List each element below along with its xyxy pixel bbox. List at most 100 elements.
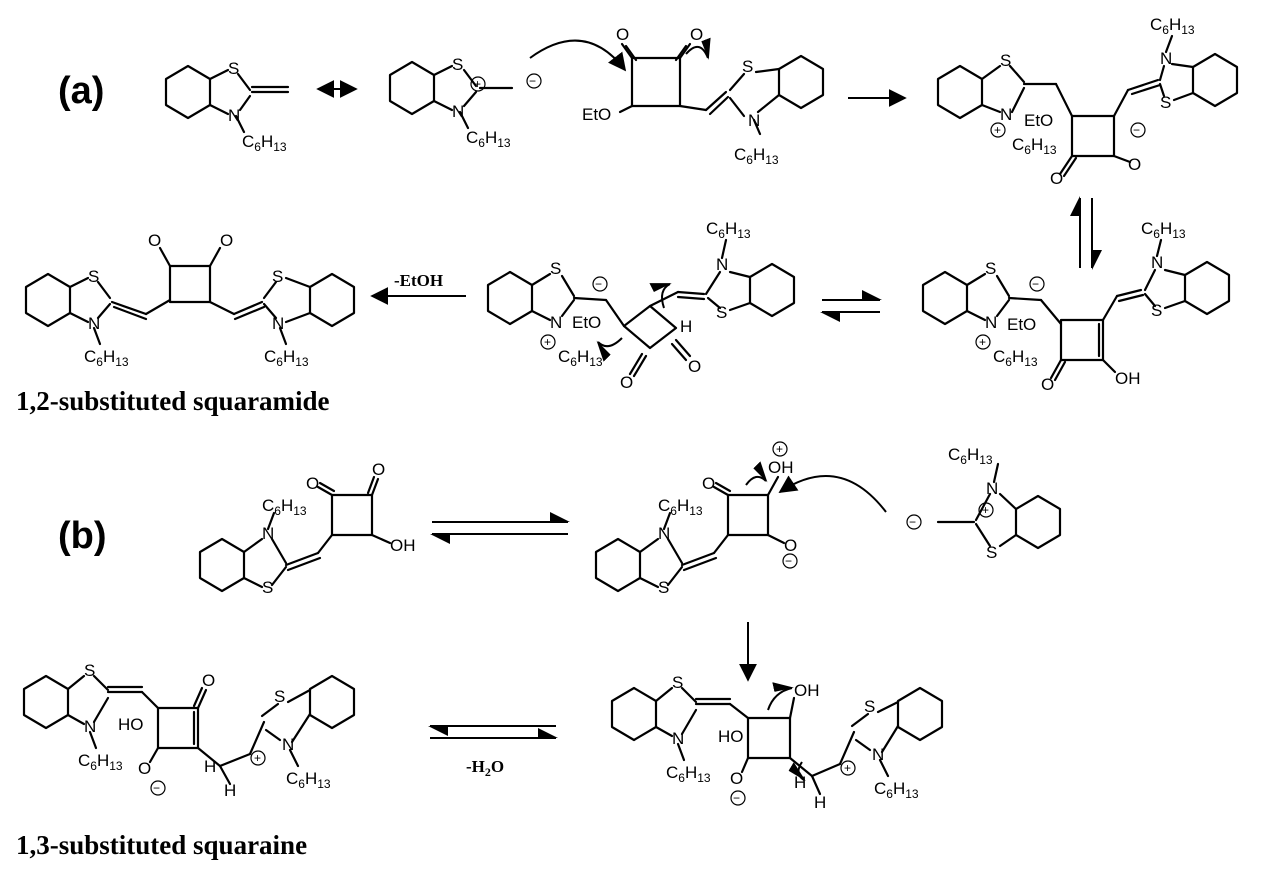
- atom-label: N: [672, 729, 684, 748]
- plus-charge: +: [982, 503, 989, 517]
- atom-label: O: [1128, 155, 1141, 174]
- substituent-label: C6H13: [78, 751, 123, 773]
- adduct-intermediate: S N EtO O O − + C6H13 N S C6H13: [936, 15, 1239, 188]
- substituent-label: C6H13: [1141, 219, 1186, 241]
- atom-label: O: [372, 460, 385, 479]
- atom-label: S: [986, 543, 997, 562]
- atom-label: N: [282, 735, 294, 754]
- minus-charge: −: [909, 515, 916, 529]
- atom-label: H: [814, 793, 826, 812]
- substituent-label: C6H13: [242, 132, 287, 154]
- atom-label: S: [658, 578, 669, 597]
- substituent-label: C6H13: [466, 128, 511, 150]
- substituent-label: C6H13: [734, 145, 779, 167]
- panel-label-a: (a): [58, 70, 104, 112]
- atom-label: O: [688, 357, 701, 376]
- atom-label: O: [620, 373, 633, 392]
- atom-label: EtO: [572, 313, 601, 332]
- plus-charge: +: [474, 77, 481, 91]
- plus-charge: +: [544, 335, 551, 349]
- atom-label: S: [550, 259, 561, 278]
- atom-label: S: [864, 697, 875, 716]
- atom-label: EtO: [582, 105, 611, 124]
- substituent-label: C6H13: [1150, 15, 1195, 37]
- atom-label: EtO: [1007, 315, 1036, 334]
- atom-label: N: [1151, 253, 1163, 272]
- atom-label: N: [228, 106, 240, 125]
- atom-label: O: [1041, 375, 1054, 394]
- atom-label: O: [690, 25, 703, 44]
- caption-squaraine: 1,3-substituted squaraine: [16, 830, 307, 860]
- atom-label: N: [262, 524, 274, 543]
- squarate-ester: O O EtO S N C6H13: [582, 25, 825, 167]
- substituent-label: C6H13: [1012, 135, 1057, 157]
- atom-label: N: [872, 745, 884, 764]
- minus-charge: −: [1133, 123, 1140, 137]
- enol-intermediate: S N EtO O OH − + C6H13 N S C6H13: [921, 219, 1231, 394]
- substituent-label: C6H13: [993, 347, 1038, 369]
- protonated-squarate: N S O OH + O − C6H13: [594, 441, 798, 597]
- atom-label: S: [985, 259, 996, 278]
- atom-label: N: [1000, 105, 1012, 124]
- atom-label: S: [84, 661, 95, 680]
- plus-charge: +: [844, 761, 851, 775]
- substituent-label: C6H13: [84, 347, 129, 369]
- substituent-label: C6H13: [264, 347, 309, 369]
- minus-charge: −: [153, 781, 160, 795]
- atom-label: N: [452, 102, 464, 121]
- curved-attack-arrow: [778, 475, 887, 513]
- atom-label: H: [794, 773, 806, 792]
- panel-label-b: (b): [58, 515, 107, 557]
- atom-label: S: [1000, 51, 1011, 70]
- substituent-label: C6H13: [558, 347, 603, 369]
- plus-charge: +: [776, 442, 783, 456]
- atom-label: S: [716, 303, 727, 322]
- loss-etoh-label: -EtOH: [394, 271, 443, 290]
- atom-label: S: [228, 59, 239, 78]
- plus-charge: +: [254, 751, 261, 765]
- minus-charge: −: [529, 74, 536, 88]
- atom-label: N: [550, 313, 562, 332]
- atom-label: OH: [794, 681, 820, 700]
- atom-label: H: [680, 317, 692, 336]
- atom-label: N: [986, 479, 998, 498]
- substituent-label: C6H13: [262, 496, 307, 518]
- substituent-label: C6H13: [658, 496, 703, 518]
- atom-label: S: [1160, 93, 1171, 112]
- atom-label: N: [716, 255, 728, 274]
- atom-label: O: [202, 671, 215, 690]
- minus-charge: −: [733, 791, 740, 805]
- alkoxide-intermediate: S N EtO H O O − + C6H13 N S C6H13: [486, 219, 796, 392]
- atom-label: N: [748, 111, 760, 130]
- atom-label: O: [1050, 169, 1063, 188]
- minus-charge: −: [595, 277, 602, 291]
- plus-charge: +: [979, 335, 986, 349]
- atom-label: H: [224, 781, 236, 800]
- atom-label: O: [616, 25, 629, 44]
- atom-label: O: [702, 474, 715, 493]
- atom-label: S: [88, 267, 99, 286]
- benzothiazole-methylene: S N C6H13: [164, 59, 290, 154]
- substituent-label: C6H13: [874, 779, 919, 801]
- atom-label: O: [138, 759, 151, 778]
- hemisquaraine-acid: N S O O OH C6H13: [198, 460, 416, 597]
- atom-label: N: [88, 314, 100, 333]
- atom-label: H: [204, 757, 216, 776]
- minus-charge: −: [1032, 277, 1039, 291]
- atom-label: N: [84, 717, 96, 736]
- atom-label: EtO: [1024, 111, 1053, 130]
- atom-label: OH: [768, 458, 794, 477]
- atom-label: S: [672, 673, 683, 692]
- atom-label: O: [220, 231, 233, 250]
- atom-label: HO: [118, 715, 144, 734]
- squaramide-product: S N S N O O C6H13 C6H13: [24, 231, 356, 369]
- atom-label: HO: [718, 727, 744, 746]
- caption-squaramide: 1,2-substituted squaramide: [16, 386, 330, 416]
- plus-charge: +: [994, 123, 1001, 137]
- atom-label: S: [274, 687, 285, 706]
- atom-label: O: [148, 231, 161, 250]
- atom-label: O: [306, 474, 319, 493]
- atom-label: S: [1151, 301, 1162, 320]
- diol-intermediate: S N HO OH O − H H S N + C6H13 C6H13: [610, 673, 944, 812]
